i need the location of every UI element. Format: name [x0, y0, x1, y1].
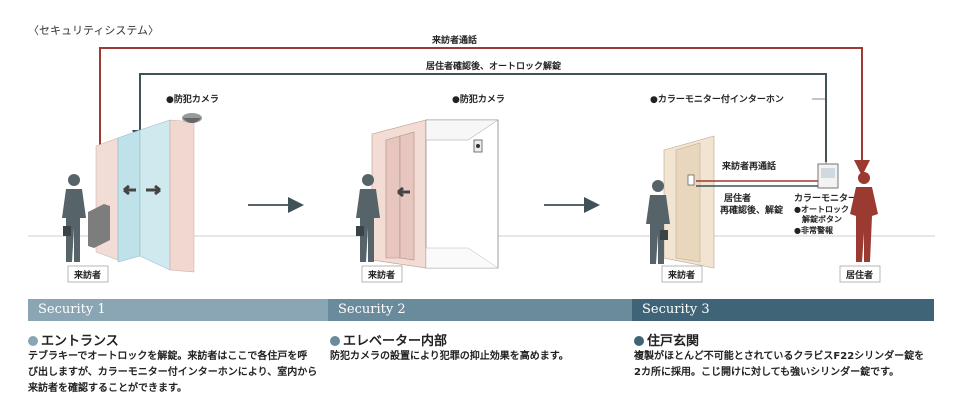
unit-door-scene — [663, 135, 839, 269]
monitor-item-1b: 解錠ボタン — [802, 214, 842, 224]
section-3-heading: 住戸玄関 — [634, 330, 699, 349]
section-1-line-3: 来訪者を確認することができます。 — [28, 383, 187, 394]
section-3-body: 複製がほとんど不可能とされているクラビスF22シリンダー錠を 2カ所に採用。こじ… — [634, 349, 940, 381]
section-3-line-1: 複製がほとんど不可能とされているクラビスF22シリンダー錠を — [634, 351, 925, 362]
security-2-bar: Security 2 — [328, 299, 632, 321]
security-3-bar: Security 3 — [632, 299, 934, 321]
visitor-1-label: 来訪者 — [73, 269, 101, 281]
recall-label: 来訪者再通話 — [721, 160, 776, 172]
section-2-body: 防犯カメラの設置により犯罪の抑止効果を高めます。 — [330, 349, 626, 365]
section-2-line-1: 防犯カメラの設置により犯罪の抑止効果を高めます。 — [330, 351, 569, 362]
reconfirm-label-2: 再確認後、解錠 — [720, 204, 784, 216]
monitor-title: カラーモニター — [794, 192, 857, 204]
section-1-line-1: テブラキーでオートロックを解錠。来訪者はここで各住戸を呼 — [28, 351, 308, 362]
section-3-line-2: 2カ所に採用。こじ開けに対しても強いシリンダー錠です。 — [634, 367, 900, 378]
monitor-item-1: ●オートロック — [794, 204, 849, 214]
camera2-label: ●防犯カメラ — [452, 93, 505, 105]
section-1-heading-text: エントランス — [41, 334, 119, 349]
visitor-2-label: 来訪者 — [367, 269, 395, 281]
resident-label: 居住者 — [846, 269, 873, 281]
monitor-item-2: ●非常警報 — [794, 225, 834, 235]
resident-figure — [850, 172, 878, 262]
section-2-heading: エレベーター内部 — [330, 330, 447, 349]
visitor-call-line — [99, 47, 870, 180]
unlock-label: 居住者確認後、オートロック解錠 — [426, 60, 562, 72]
security-1-bar: Security 1 — [28, 299, 328, 321]
elevator-scene — [371, 119, 499, 269]
intercom-label: ●カラーモニター付インターホン — [650, 93, 784, 105]
visitor-call-label: 来訪者通話 — [431, 34, 477, 46]
section-1-heading: エントランス — [28, 330, 119, 349]
camera1-label: ●防犯カメラ — [166, 93, 219, 105]
section-3-heading-text: 住戸玄関 — [647, 334, 700, 349]
section-1-bullet — [28, 336, 38, 346]
section-3-bullet — [634, 336, 644, 346]
visitor-1-figure — [62, 174, 86, 262]
reconfirm-label-1: 居住者 — [724, 192, 751, 204]
section-1-line-2: び出しますが、カラーモニター付インターホンにより、室内から — [28, 367, 318, 378]
entrance-scene — [88, 113, 202, 273]
security-diagram: 来訪者通話 居住者確認後、オートロック解錠 ●防犯カメラ 来訪者 — [28, 34, 935, 283]
section-2-heading-text: エレベーター内部 — [343, 334, 448, 349]
section-1-body: テブラキーでオートロックを解錠。来訪者はここで各住戸を呼 び出しますが、カラーモ… — [28, 349, 328, 397]
visitor-2-figure — [356, 174, 380, 262]
section-2-bullet — [330, 336, 340, 346]
visitor-3-label: 来訪者 — [667, 269, 695, 281]
visitor-3-figure — [646, 180, 670, 264]
diagram-title: 〈セキュリティシステム〉 — [28, 24, 160, 37]
